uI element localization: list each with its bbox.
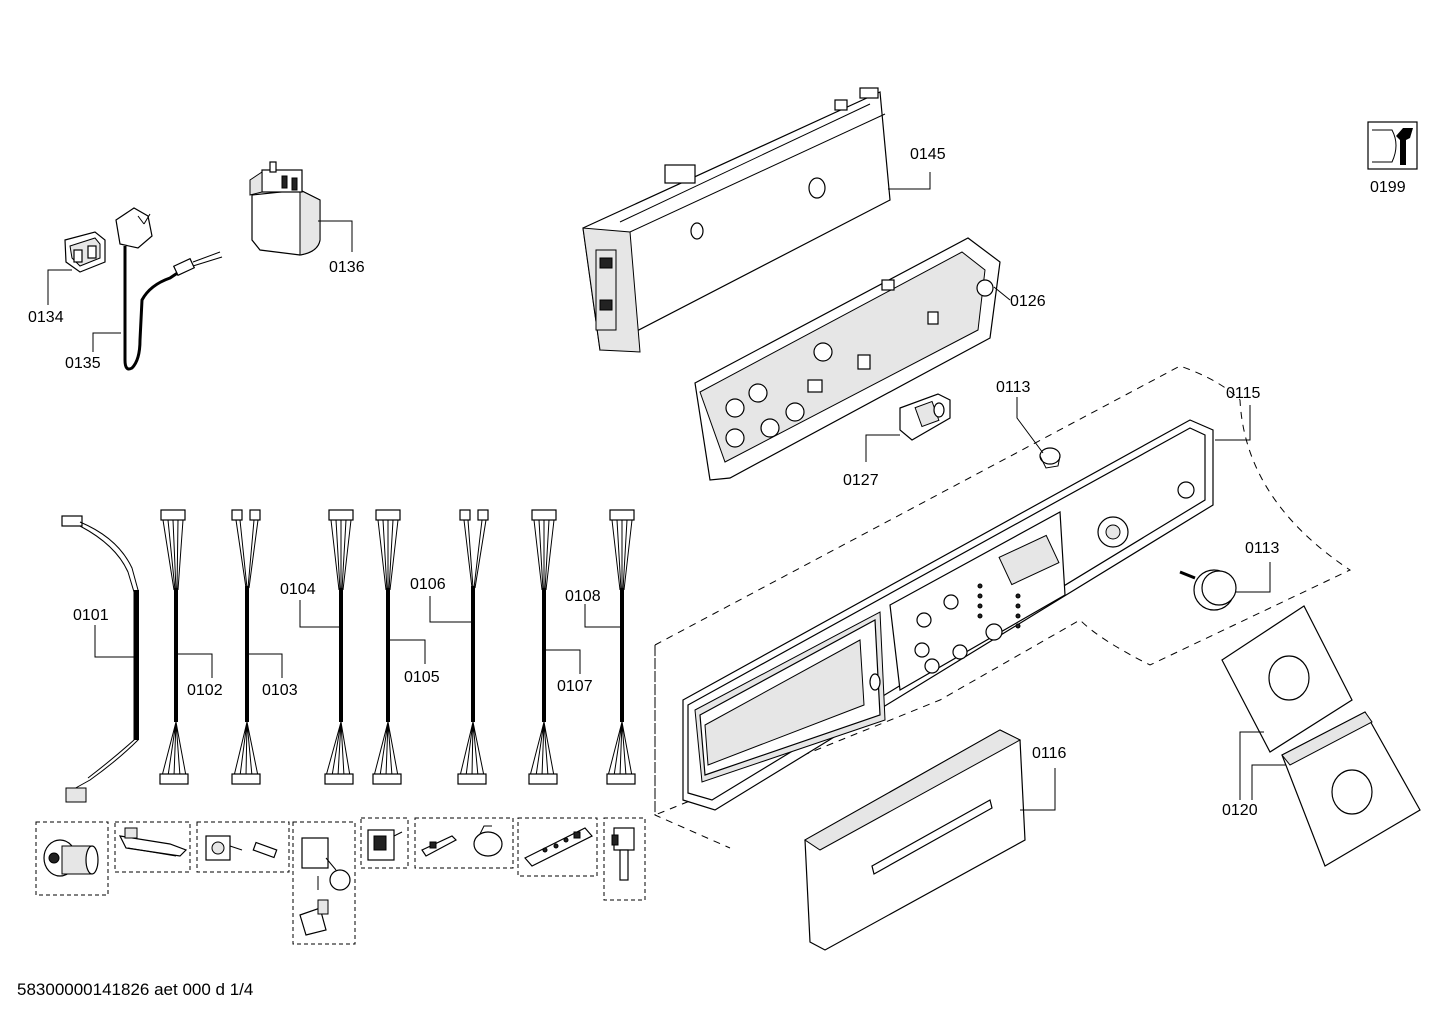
part-0126-control-module <box>694 237 1001 481</box>
sensor-thumbnail <box>421 825 503 857</box>
label-0104: 0104 <box>280 581 316 598</box>
label-0108: 0108 <box>565 588 601 605</box>
label-0127: 0127 <box>843 472 879 489</box>
ref-box-sensor <box>414 817 514 869</box>
pressure-sensor-thumbnail <box>611 827 635 881</box>
label-0107: 0107 <box>557 678 593 695</box>
ref-box-motor <box>35 821 109 896</box>
pump-thumbnail <box>299 837 351 936</box>
label-0102: 0102 <box>187 682 223 699</box>
component-reference-row <box>35 817 646 945</box>
label-0120: 0120 <box>1222 802 1258 819</box>
part-0104-harness <box>324 509 354 785</box>
pcb-thumbnail <box>524 827 593 867</box>
door-lock-thumbnail <box>367 829 403 861</box>
part-0113-knob-insert-top <box>1039 447 1061 469</box>
part-0145-module-cover <box>582 87 891 353</box>
ref-box-tubing <box>603 817 646 901</box>
label-0145: 0145 <box>910 146 946 163</box>
part-0107-harness <box>528 509 558 785</box>
part-0105-harness <box>372 509 402 785</box>
label-0126: 0126 <box>1010 293 1046 310</box>
label-0103: 0103 <box>262 682 298 699</box>
part-0106-harness <box>457 509 489 785</box>
part-0108-harness <box>606 509 636 785</box>
label-0106: 0106 <box>410 576 446 593</box>
part-0134-cable-clip <box>64 231 106 273</box>
label-0101: 0101 <box>73 607 109 624</box>
ref-box-heater <box>114 821 191 873</box>
part-0102-harness <box>159 509 189 785</box>
label-0136: 0136 <box>329 259 365 276</box>
document-reference: 58300000141826 aet 000 d 1/4 <box>17 980 254 999</box>
part-0127-switch-button <box>899 393 951 441</box>
heater-thumbnail <box>118 827 188 857</box>
part-0115-control-panel <box>682 419 1214 811</box>
ref-box-pcb <box>517 817 598 877</box>
valve-thumbnail <box>205 835 278 861</box>
label-0105: 0105 <box>404 669 440 686</box>
group-0115-outline <box>654 365 1352 816</box>
label-0199: 0199 <box>1370 179 1406 196</box>
label-0115: 0115 <box>1226 385 1261 402</box>
label-0113-knob: 0113 <box>1245 540 1280 557</box>
motor-thumbnail <box>43 839 99 877</box>
ref-box-lock <box>360 817 409 869</box>
service-tool-icon <box>1367 121 1418 170</box>
part-0103-harness <box>231 509 261 785</box>
part-0120-decor-plates <box>1221 605 1421 867</box>
part-0113-program-knob <box>1179 569 1237 611</box>
ref-box-valve <box>196 821 290 873</box>
part-0136-interference-filter <box>249 161 321 256</box>
label-0116: 0116 <box>1032 745 1067 762</box>
label-0113-top: 0113 <box>996 379 1031 396</box>
part-0135-power-cord <box>115 207 223 371</box>
part-0101-harness <box>61 515 139 803</box>
part-0116-drawer-handle <box>804 729 1026 951</box>
ref-box-pump <box>292 821 356 945</box>
label-0135: 0135 <box>65 355 101 372</box>
wiring-harnesses: 0101 0102 0103 <box>61 509 636 803</box>
label-0134: 0134 <box>28 309 64 326</box>
